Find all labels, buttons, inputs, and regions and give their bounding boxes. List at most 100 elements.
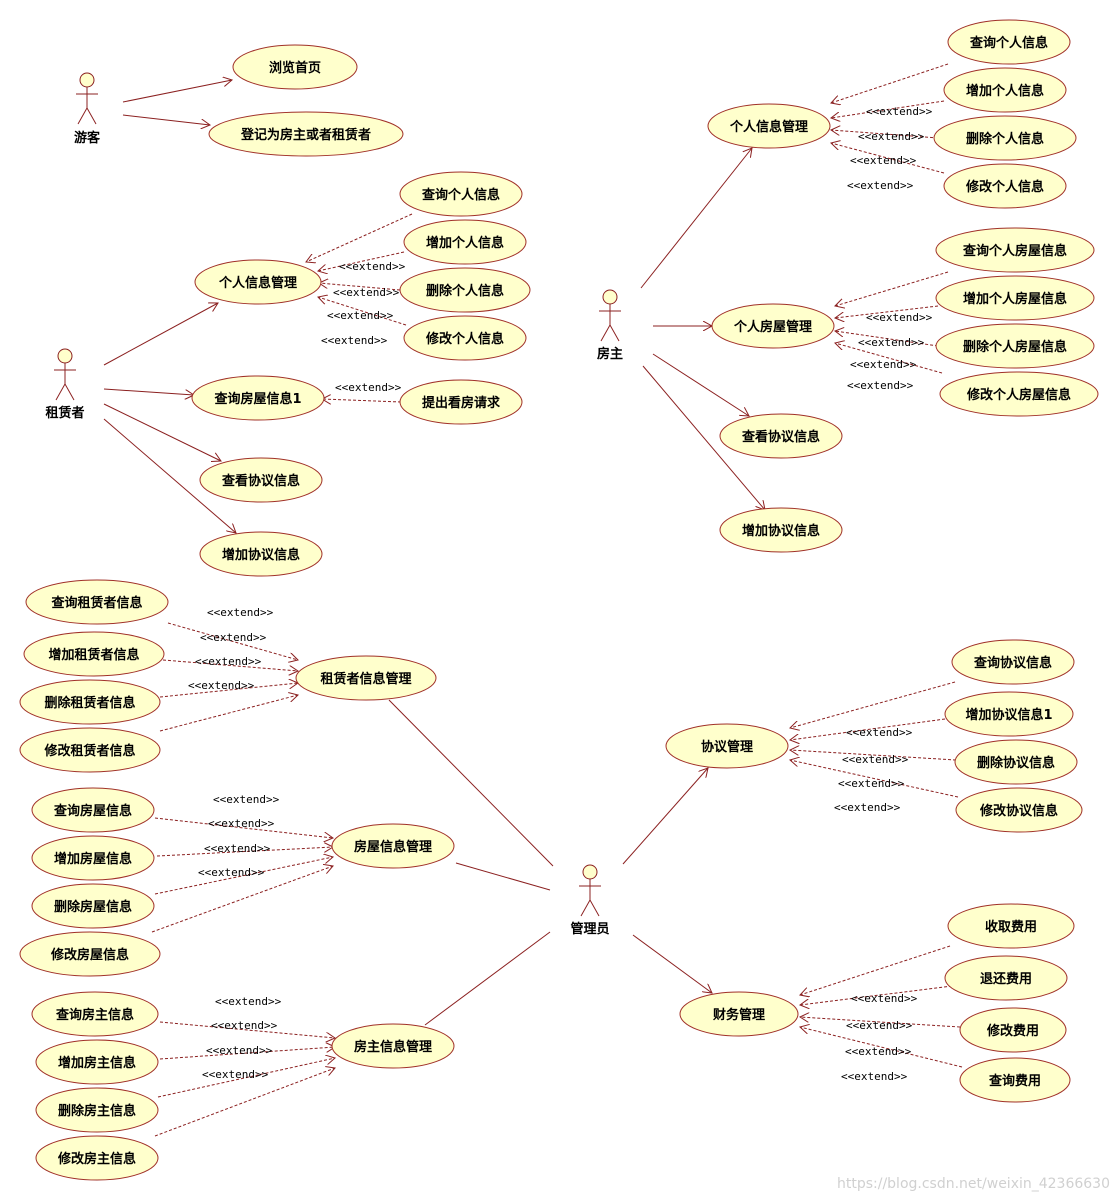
ext-line: [835, 331, 939, 347]
ext-line: [831, 143, 945, 174]
svg-text:查询个人房屋信息: 查询个人房屋信息: [962, 243, 1067, 259]
usecase-tenant-info-mgmt: 个人信息管理: [194, 259, 322, 305]
svg-text:删除个人信息: 删除个人信息: [426, 283, 504, 299]
usecase-admin-add-landlord: 增加房主信息: [35, 1039, 159, 1085]
usecase-landlord-del-info: 删除个人信息: [933, 115, 1077, 161]
extend-label: <<extend>>: [207, 606, 274, 619]
svg-text:浏览首页: 浏览首页: [269, 60, 321, 76]
extend-label: <<extend>>: [842, 753, 909, 766]
extend-label: <<extend>>: [841, 1070, 908, 1083]
svg-text:查看协议信息: 查看协议信息: [741, 429, 820, 445]
svg-text:修改租赁者信息: 修改租赁者信息: [43, 743, 135, 759]
actor-admin-label: 管理员: [570, 921, 609, 937]
usecase-admin-tenant-mgmt: 租赁者信息管理: [295, 655, 437, 701]
ext-line: [159, 683, 298, 698]
svg-text:增加协议信息: 增加协议信息: [742, 523, 820, 539]
assoc-landlord-view-agreement: [652, 353, 749, 416]
usecase-tenant-query-house: 查询房屋信息1: [191, 375, 325, 421]
ext-line: [157, 1058, 335, 1098]
extend-label: <<extend>>: [335, 381, 402, 394]
extend-label: <<extend>>: [339, 260, 406, 273]
svg-text:增加租赁者信息: 增加租赁者信息: [48, 647, 139, 663]
ext-line: [318, 297, 407, 326]
svg-text:查看协议信息: 查看协议信息: [221, 473, 300, 489]
association-lines: [103, 80, 765, 1026]
svg-text:房屋信息管理: 房屋信息管理: [354, 839, 432, 855]
ext-line: [835, 271, 949, 306]
usecase-admin-query-landlord: 查询房主信息: [31, 991, 159, 1037]
assoc-admin-agreement-mgmt: [622, 768, 708, 865]
svg-text:登记为房主或者租赁者: 登记为房主或者租赁者: [240, 127, 371, 143]
usecase-landlord-add-house: 增加个人房屋信息: [935, 275, 1095, 321]
extend-label: <<extend>>: [215, 995, 282, 1008]
usecase-landlord-add-agreement: 增加协议信息: [719, 507, 843, 553]
usecase-admin-query-fee: 查询费用: [959, 1057, 1071, 1103]
svg-text:修改房主信息: 修改房主信息: [57, 1151, 136, 1167]
usecase-landlord-view-agreement: 查看协议信息: [719, 413, 843, 459]
svg-text:查询费用: 查询费用: [988, 1073, 1041, 1089]
assoc-landlord-info: [640, 148, 752, 289]
extend-label: <<extend>>: [850, 154, 917, 167]
usecase-tenant-del-info: 删除个人信息: [399, 267, 531, 313]
extend-label: <<extend>>: [846, 726, 913, 739]
extend-label: <<extend>>: [847, 179, 914, 192]
svg-text:删除个人房屋信息: 删除个人房屋信息: [963, 339, 1067, 355]
extend-label: <<extend>>: [845, 1045, 912, 1058]
assoc-landlord-add-agreement: [642, 365, 765, 510]
svg-text:删除租赁者信息: 删除租赁者信息: [44, 695, 135, 711]
assoc-tenant-add-agreement: [103, 418, 236, 533]
extend-label: <<extend>>: [188, 679, 255, 692]
usecase-tenant-add-agreement: 增加协议信息: [199, 531, 323, 577]
svg-text:修改个人信息: 修改个人信息: [425, 331, 504, 347]
actor-guest: 游客: [74, 72, 101, 146]
usecase-browse-home: 浏览首页: [232, 44, 358, 90]
svg-text:财务管理: 财务管理: [713, 1007, 765, 1023]
extend-label: <<extend>>: [834, 801, 901, 814]
assoc-admin-tenant-mgmt: [388, 699, 554, 867]
svg-text:增加房主信息: 增加房主信息: [58, 1055, 136, 1071]
usecase-admin-del-landlord: 删除房主信息: [35, 1087, 159, 1133]
svg-text:删除个人信息: 删除个人信息: [966, 131, 1044, 147]
ext-line: [831, 130, 939, 139]
usecase-landlord-mod-house: 修改个人房屋信息: [939, 371, 1099, 417]
extend-lines: [151, 63, 963, 1137]
usecase-tenant-query-info: 查询个人信息: [399, 171, 523, 217]
ext-line: [800, 1027, 963, 1068]
svg-text:删除房屋信息: 删除房屋信息: [54, 899, 132, 915]
ext-line: [831, 63, 949, 103]
usecase-admin-mod-tenant: 修改租赁者信息: [19, 727, 161, 773]
svg-text:查询房屋信息: 查询房屋信息: [53, 803, 132, 819]
svg-text:增加房屋信息: 增加房屋信息: [54, 851, 132, 867]
svg-text:修改个人房屋信息: 修改个人房屋信息: [966, 387, 1071, 403]
usecase-admin-add-agreement: 增加协议信息1: [944, 691, 1074, 737]
usecase-admin-house-mgmt: 房屋信息管理: [331, 823, 455, 869]
svg-text:增加个人信息: 增加个人信息: [426, 235, 504, 251]
extend-label: <<extend>>: [850, 358, 917, 371]
extend-label: <<extend>>: [213, 793, 280, 806]
ext-line: [790, 718, 946, 740]
usecase-landlord-del-house: 删除个人房屋信息: [935, 323, 1095, 369]
svg-text:房主信息管理: 房主信息管理: [354, 1039, 432, 1055]
svg-text:收取费用: 收取费用: [985, 919, 1037, 935]
extend-label: <<extend>>: [858, 130, 925, 143]
svg-text:个人信息管理: 个人信息管理: [218, 275, 297, 291]
usecase-admin-query-tenant: 查询租赁者信息: [25, 579, 169, 625]
extend-label: <<extend>>: [198, 866, 265, 879]
extend-label: <<extend>>: [866, 311, 933, 324]
svg-text:查询协议信息: 查询协议信息: [973, 655, 1052, 671]
actor-landlord-label: 房主: [597, 346, 623, 362]
extend-label: <<extend>>: [327, 309, 394, 322]
ext-line: [154, 857, 333, 895]
usecase-landlord-mod-info: 修改个人信息: [943, 163, 1067, 209]
actor-guest-label: 游客: [74, 130, 101, 146]
assoc-admin-landlord-mgmt: [424, 931, 551, 1026]
usecase-admin-del-tenant: 删除租赁者信息: [19, 679, 161, 725]
svg-text:查询个人信息: 查询个人信息: [969, 35, 1048, 51]
ext-line: [154, 1068, 335, 1137]
svg-text:协议管理: 协议管理: [701, 739, 753, 755]
extend-label: <<extend>>: [206, 1044, 273, 1057]
usecase-admin-collect-fee: 收取费用: [947, 903, 1075, 949]
assoc-tenant-info: [103, 303, 218, 366]
ext-line: [162, 659, 298, 671]
